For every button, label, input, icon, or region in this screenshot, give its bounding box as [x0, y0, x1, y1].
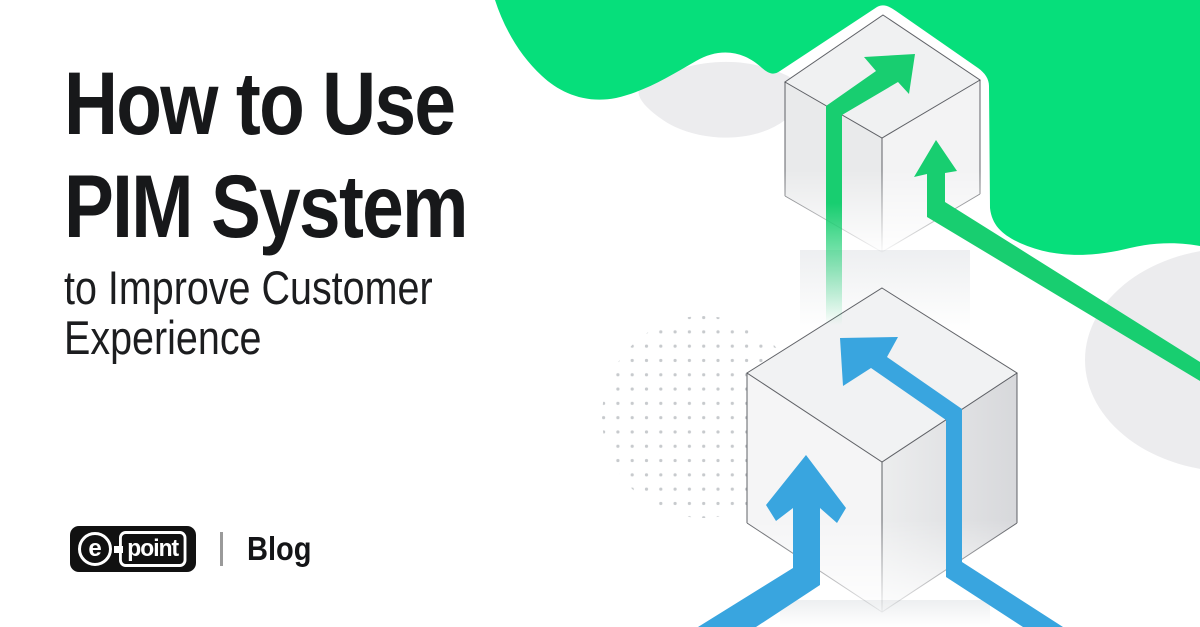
page-title: How to Use PIM System: [64, 52, 469, 258]
title-line-1: How to Use: [64, 53, 456, 153]
page-subtitle: to Improve Customer Experience: [64, 263, 433, 363]
subtitle-line-2: Experience: [64, 311, 262, 364]
green-arrow-right: [914, 140, 1200, 381]
logo-hyphen: [114, 546, 123, 553]
subtitle-line-1: to Improve Customer: [64, 261, 433, 314]
green-arrow-top: [826, 54, 915, 325]
logo-e-icon: e: [78, 532, 112, 566]
blue-arrow-top: [840, 337, 1063, 627]
epoint-logo: e point: [70, 526, 196, 572]
gray-blob-left: [638, 61, 799, 138]
footer-brand: e point Blog: [70, 526, 320, 572]
big-cube: [746, 287, 1018, 613]
title-line-2: PIM System: [64, 156, 469, 256]
blog-label: Blog: [247, 530, 312, 567]
gray-blob-right: [1085, 251, 1200, 469]
logo-point-label: point: [119, 531, 187, 567]
footer-divider: [220, 532, 223, 566]
blue-arrow-left: [698, 455, 846, 627]
green-blob-shape: [495, 0, 1200, 255]
